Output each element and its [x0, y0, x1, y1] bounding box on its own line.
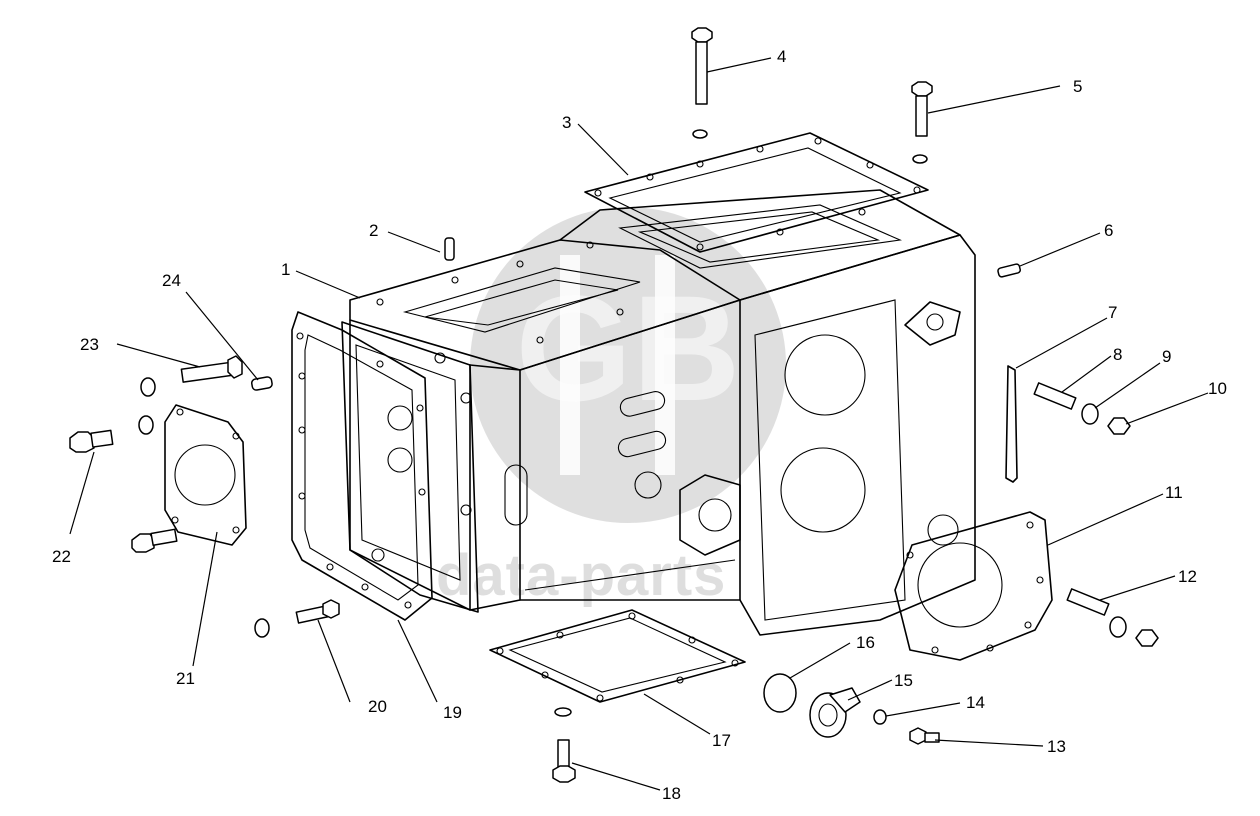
washer-20 [254, 618, 270, 638]
washer-14 [873, 709, 887, 725]
washer-left-mid [138, 415, 154, 435]
bolt-20 [295, 599, 340, 624]
pin-24 [250, 376, 273, 391]
callout-8: 8 [1113, 345, 1122, 364]
callout-6: 6 [1104, 221, 1113, 240]
callout-15: 15 [894, 671, 913, 690]
bolt-13 [909, 727, 940, 745]
bolt-5 [911, 81, 933, 137]
bottom-gasket [489, 609, 746, 703]
callout-18: 18 [662, 784, 681, 803]
nut-12 [1135, 629, 1159, 647]
clip-7 [1005, 365, 1018, 483]
stud-12 [1066, 588, 1110, 616]
callout-9: 9 [1162, 347, 1171, 366]
washer-left-top [140, 377, 156, 397]
gearbox-housing [349, 189, 976, 636]
callout-1: 1 [281, 260, 290, 279]
callout-20: 20 [368, 697, 387, 716]
watermark-logo-notch-2 [655, 255, 675, 475]
watermark-logo-disc [470, 207, 786, 523]
side-cover-plate [164, 404, 247, 546]
callout-5: 5 [1073, 77, 1082, 96]
stud-8 [1033, 382, 1077, 410]
callout-16: 16 [856, 633, 875, 652]
rear-round-gasket [894, 511, 1053, 661]
cap-15 [809, 687, 861, 738]
bolt-21-lower [131, 528, 178, 553]
callout-19: 19 [443, 703, 462, 722]
leader-lines [69, 57, 1209, 791]
bolt-4 [691, 27, 713, 105]
callout-14: 14 [966, 693, 985, 712]
callout-17: 17 [712, 731, 731, 750]
callout-23: 23 [80, 335, 99, 354]
bolt-18 [552, 739, 576, 783]
callout-11: 11 [1165, 483, 1183, 502]
front-flange-frame [341, 321, 479, 613]
watermark: GB data-parts [436, 207, 786, 608]
pin-6 [997, 263, 1021, 278]
pin-2 [444, 237, 455, 261]
callout-10: 10 [1208, 379, 1227, 398]
front-gasket [291, 311, 433, 621]
callout-13: 13 [1047, 737, 1066, 756]
washer-9 [1081, 403, 1099, 425]
callout-22: 22 [52, 547, 71, 566]
callout-12: 12 [1178, 567, 1197, 586]
washer-4 [692, 129, 708, 139]
callout-4: 4 [777, 47, 786, 66]
callout-21: 21 [176, 669, 195, 688]
watermark-logo-notch [560, 255, 580, 475]
callout-2: 2 [369, 221, 378, 240]
stud-23 [180, 355, 243, 383]
washer-5 [912, 154, 928, 164]
callout-7: 7 [1108, 303, 1117, 322]
watermark-text: data-parts [436, 543, 726, 608]
callout-labels: 1 2 3 4 5 6 7 8 9 10 11 12 13 14 15 16 1… [52, 47, 1227, 803]
o-ring-16 [763, 673, 797, 713]
top-cover-gasket [584, 132, 929, 253]
washer-18 [554, 707, 572, 717]
washer-12 [1109, 616, 1127, 638]
bolt-22 [69, 429, 114, 453]
callout-24: 24 [162, 271, 181, 290]
callout-3: 3 [562, 113, 571, 132]
watermark-logo-letters: GB [516, 264, 741, 432]
nut-10 [1107, 417, 1131, 435]
